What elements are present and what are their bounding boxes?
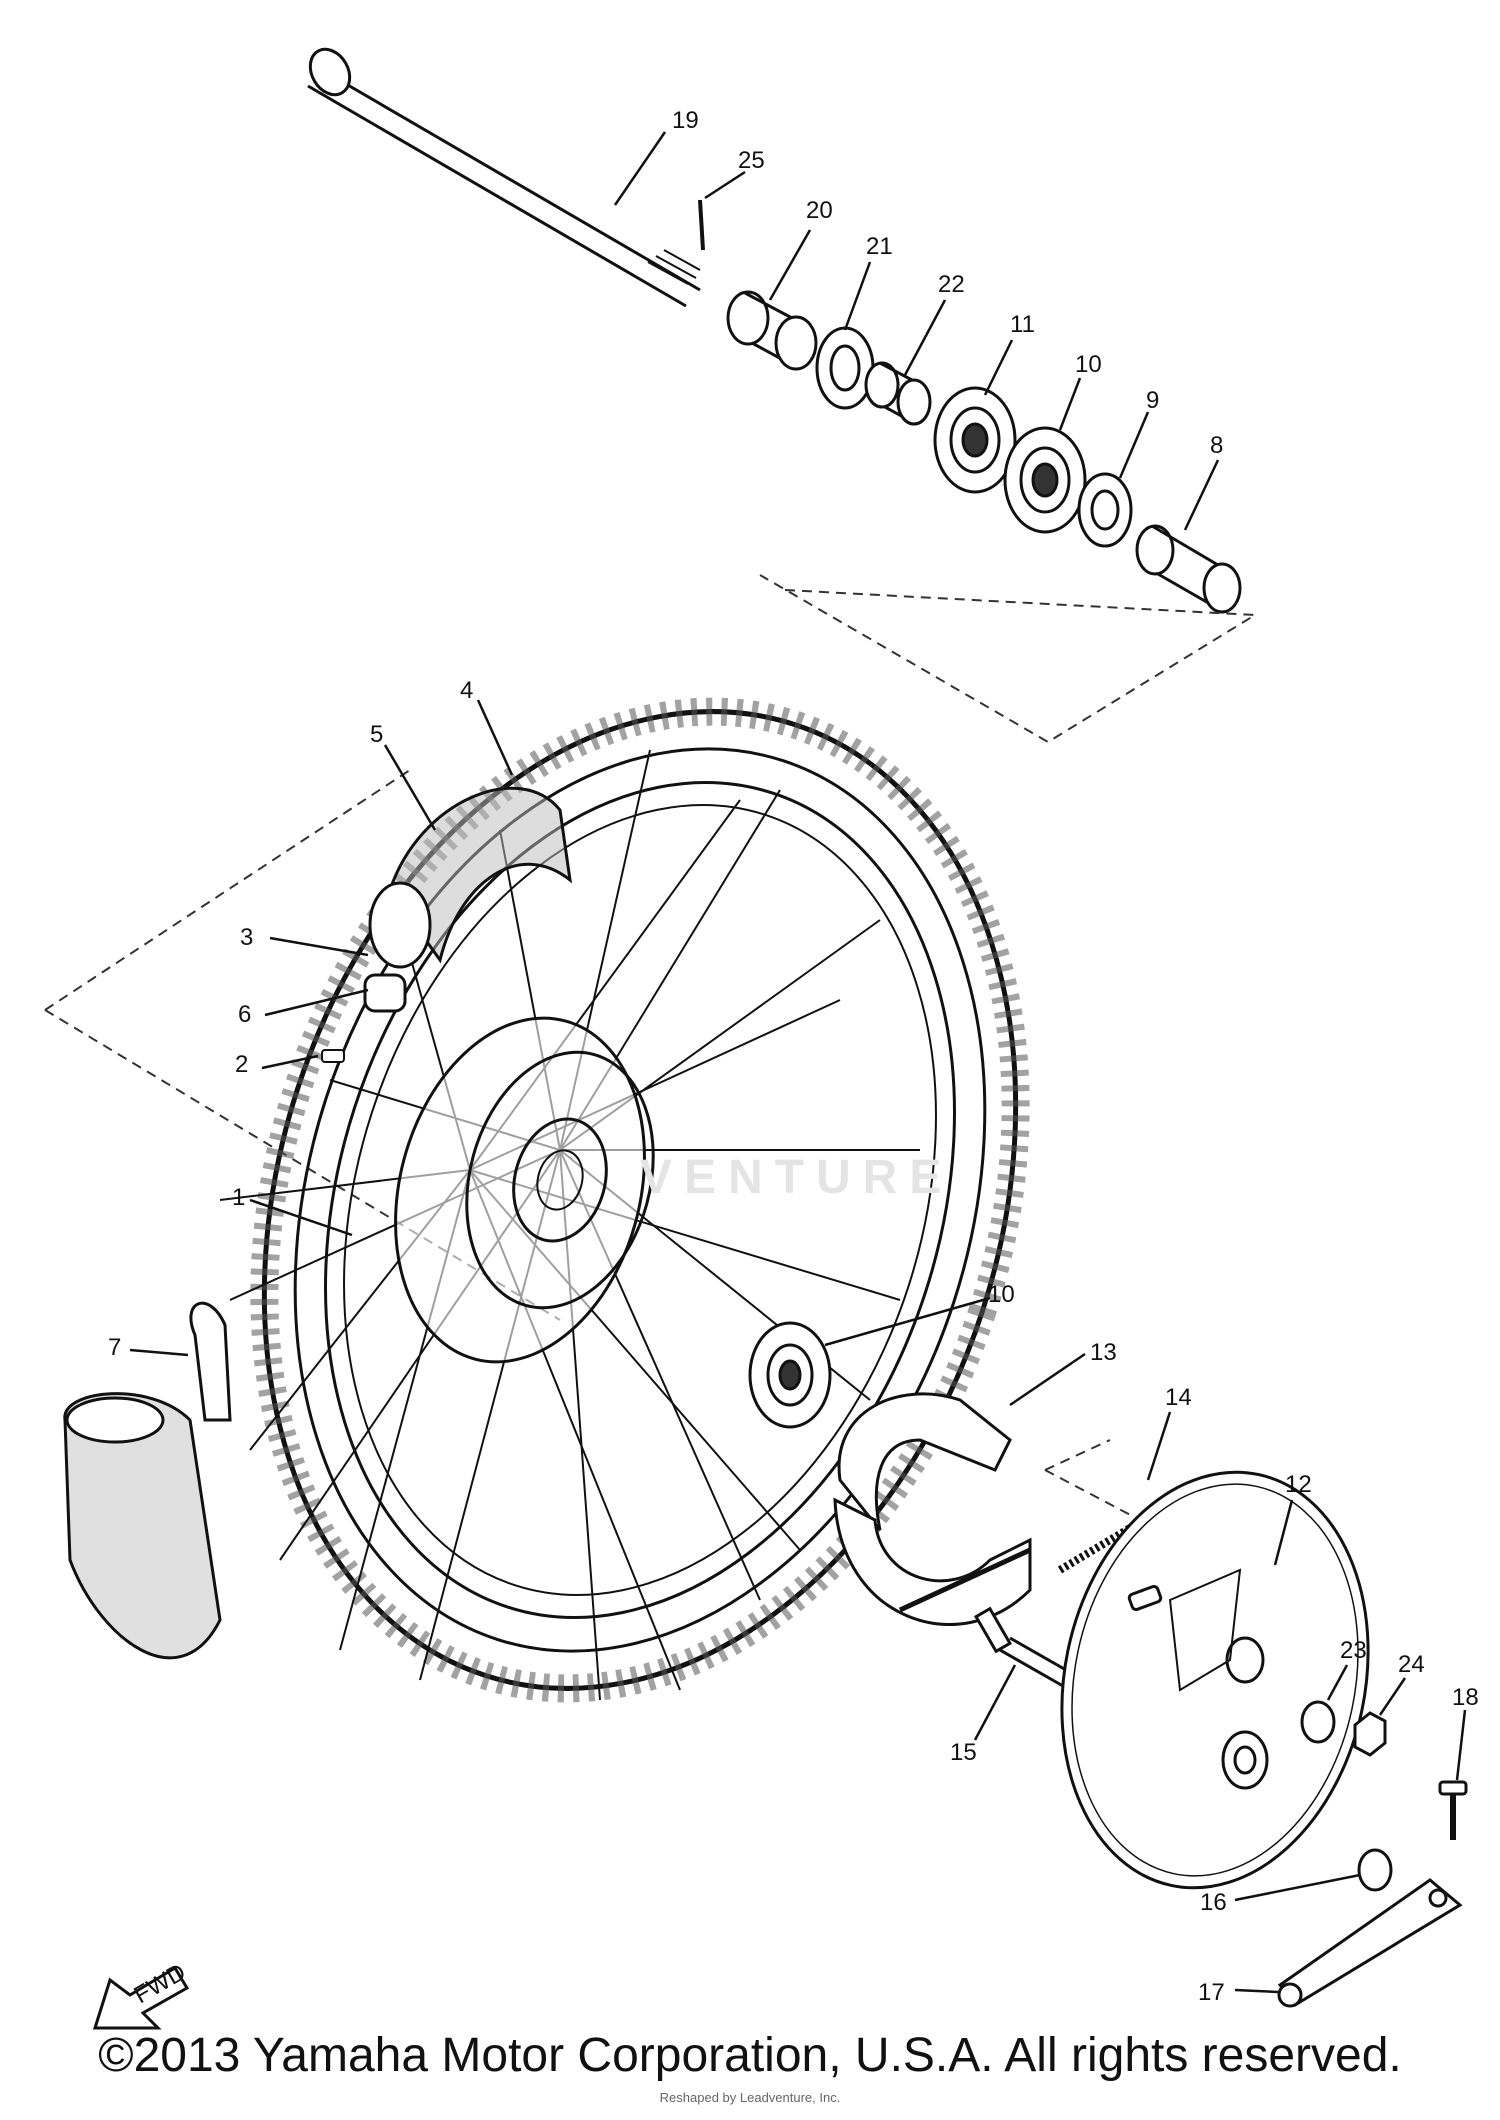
callout-18: 18 — [1452, 1684, 1479, 1711]
callout-7: 7 — [108, 1334, 121, 1361]
callout-4: 4 — [460, 677, 473, 704]
forward-direction-tag: FWD — [92, 1958, 190, 2030]
callout-15: 15 — [950, 1739, 977, 1766]
tire — [250, 697, 1030, 1703]
callout-10-hub: 10 — [988, 1281, 1015, 1308]
callout-14: 14 — [1165, 1384, 1192, 1411]
outer-collar — [1135, 524, 1242, 614]
callout-21: 21 — [866, 233, 893, 260]
axle-head — [308, 47, 352, 97]
callout-11: 11 — [1010, 311, 1035, 338]
callout-16: 16 — [1200, 1889, 1227, 1916]
callout-3: 3 — [240, 924, 253, 951]
cam-washer — [1357, 1848, 1393, 1892]
callouts: 19 25 20 21 22 11 10 9 8 4 5 3 6 2 1 7 1… — [108, 107, 1479, 2006]
axle-assembly — [307, 47, 1242, 614]
callout-6: 6 — [238, 1001, 251, 1028]
callout-10-top: 10 — [1075, 351, 1102, 378]
callout-24: 24 — [1398, 1651, 1425, 1678]
callout-25: 25 — [738, 147, 765, 174]
callout-2: 2 — [235, 1051, 248, 1078]
tire-section — [63, 1392, 222, 1660]
castle-nut — [1353, 1711, 1387, 1757]
camshaft-lever-bolt — [1438, 1780, 1468, 1840]
collar — [726, 290, 818, 371]
brake-shoes — [833, 1392, 1032, 1626]
callout-20: 20 — [806, 197, 833, 224]
callout-8: 8 — [1210, 432, 1223, 459]
credit-line: Reshaped by Leadventure, Inc. — [659, 2090, 841, 2105]
callout-22: 22 — [938, 271, 965, 298]
front-wheel — [63, 697, 1030, 1703]
dust-seal — [1077, 472, 1133, 548]
callout-12: 12 — [1285, 1471, 1312, 1498]
bearing-left — [933, 386, 1017, 494]
spacer — [864, 361, 932, 426]
brake-shoe-plate — [1060, 1470, 1370, 1890]
copyright-notice: ©2013 Yamaha Motor Corporation, U.S.A. A… — [98, 2029, 1402, 2082]
callout-9: 9 — [1146, 387, 1159, 414]
callout-13: 13 — [1090, 1339, 1117, 1366]
rim-band — [189, 1301, 232, 1422]
callout-1: 1 — [232, 1184, 245, 1211]
callout-19: 19 — [672, 107, 699, 134]
valve-stem — [363, 973, 407, 1013]
bearing-right — [1003, 426, 1087, 534]
hub-bearing — [748, 1321, 832, 1429]
callout-23: 23 — [1340, 1637, 1367, 1664]
callout-5: 5 — [370, 721, 383, 748]
oil-seal — [815, 326, 875, 410]
spoke-nipple — [321, 1049, 345, 1063]
brake-assembly — [833, 1392, 1468, 2008]
callout-17: 17 — [1198, 1979, 1225, 2006]
leader-lines — [129, 131, 1467, 1994]
plain-washer — [1300, 1700, 1336, 1744]
camshaft-lever — [1277, 1878, 1463, 2008]
hub — [394, 1016, 655, 1364]
axle-shaft — [321, 68, 701, 292]
watermark: VENTURE — [640, 1151, 954, 1204]
inner-tube — [368, 786, 573, 969]
cotter-pin — [698, 199, 705, 251]
